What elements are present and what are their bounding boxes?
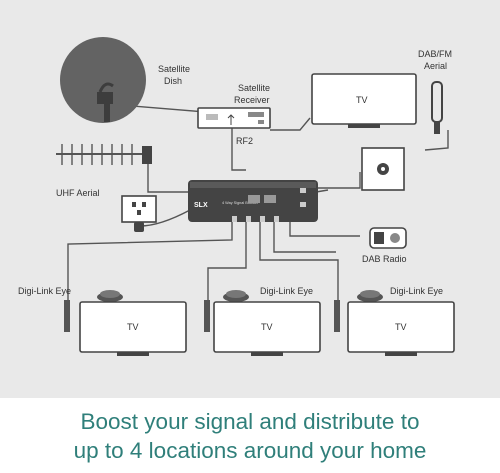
satellite-dish-label-1: Satellite	[158, 64, 190, 74]
tv-2-label: TV	[261, 322, 273, 332]
tv-3-label: TV	[395, 322, 407, 332]
tv-3	[334, 300, 455, 356]
uhf-aerial-label: UHF Aerial	[56, 188, 100, 198]
main-tv-label: TV	[356, 95, 368, 105]
dab-fm-aerial-label-1: DAB/FM	[418, 49, 452, 59]
amplifier-brand: SLX	[194, 202, 208, 209]
digi-link-eye-2	[223, 290, 249, 302]
rf2-arrow-icon	[227, 114, 235, 125]
satellite-dish	[60, 37, 146, 123]
power-socket	[121, 195, 157, 232]
digi-link-eye-label-3: Digi-Link Eye	[390, 286, 443, 296]
caption-line-1: Boost your signal and distribute to	[80, 408, 420, 434]
dab-fm-aerial	[431, 81, 443, 134]
caption: Boost your signal and distribute to up t…	[0, 398, 500, 473]
digi-link-eye-label-1: Digi-Link Eye	[18, 286, 71, 296]
dab-radio	[369, 227, 407, 249]
main-tv	[311, 73, 417, 128]
satellite-receiver-label-1: Satellite	[238, 83, 270, 93]
tv-1	[64, 300, 187, 356]
caption-line-2: up to 4 locations around your home	[73, 437, 427, 463]
tv-1-label: TV	[127, 322, 139, 332]
dab-fm-aerial-label-2: Aerial	[424, 61, 447, 71]
amplifier-model: 4 Way Signal Booster	[222, 201, 259, 205]
aerial-wall-plate	[361, 147, 405, 191]
digi-link-eye-1	[97, 290, 123, 302]
rf2-label: RF2	[236, 136, 253, 146]
uhf-aerial	[56, 144, 152, 165]
dab-radio-label: DAB Radio	[362, 254, 407, 264]
tv-2	[204, 300, 321, 356]
signal-amplifier: SLX 4 Way Signal Booster	[188, 180, 318, 222]
digi-link-eye-label-2: Digi-Link Eye	[260, 286, 313, 296]
signal-distribution-diagram: Satellite Dish Satellite Receiver RF2 TV…	[0, 0, 500, 398]
satellite-receiver-label-2: Receiver	[234, 95, 270, 105]
satellite-dish-label-2: Dish	[164, 76, 182, 86]
digi-link-eye-3	[357, 290, 383, 302]
